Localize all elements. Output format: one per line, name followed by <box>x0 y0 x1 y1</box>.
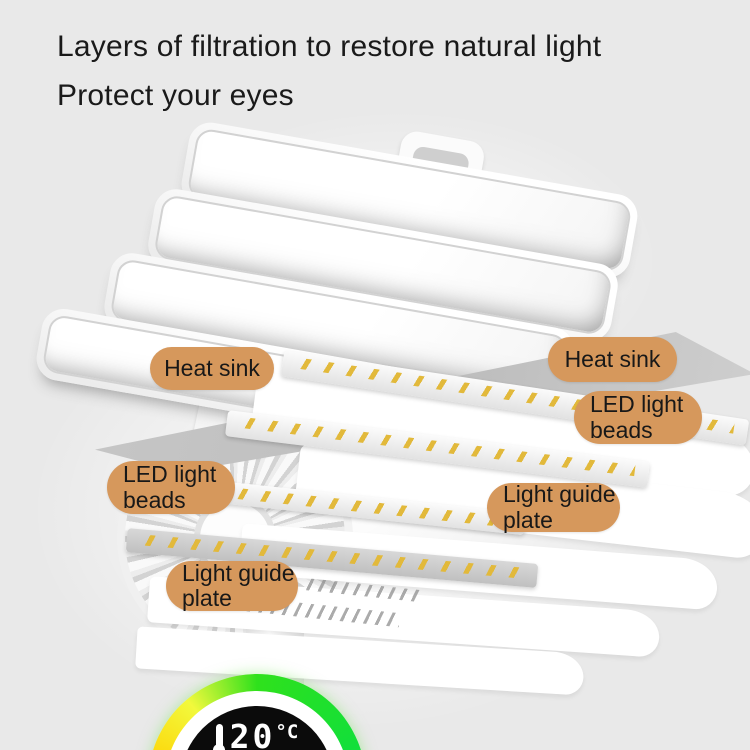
callout-text-line1: Light guide <box>503 481 616 508</box>
temperature-readout: 20 °C <box>213 717 299 750</box>
callout-light-guide-right: Light guide plate <box>487 481 620 533</box>
callout-text-line2: plate <box>182 585 232 611</box>
callout-led-beads-left: LED light beads <box>107 461 235 514</box>
title-line-1: Layers of filtration to restore natural … <box>57 30 602 63</box>
callout-text-line2: beads <box>123 486 186 513</box>
clock-base: 20 °C <box>148 674 366 750</box>
callout-led-beads-right: LED light beads <box>574 391 702 444</box>
thermometer-icon <box>213 724 226 750</box>
callout-text-line2: plate <box>503 506 553 533</box>
callout-heat-sink-left: Heat sink <box>150 347 274 390</box>
temperature-value: 20 <box>229 717 276 750</box>
title-line-2: Protect your eyes <box>57 79 294 112</box>
callout-text: Heat sink <box>564 345 661 372</box>
callout-text-line1: Light guide <box>182 559 295 586</box>
callout-text-line1: LED light <box>123 461 217 488</box>
callout-text: Heat sink <box>164 354 260 381</box>
callout-text-line1: LED light <box>590 391 684 418</box>
callout-light-guide-left: Light guide plate <box>166 559 298 611</box>
callout-text-line2: beads <box>590 416 653 443</box>
callout-heat-sink-right: Heat sink <box>548 337 677 382</box>
temperature-unit: °C <box>275 721 299 743</box>
page-title: Layers of filtration to restore natural … <box>57 22 601 120</box>
